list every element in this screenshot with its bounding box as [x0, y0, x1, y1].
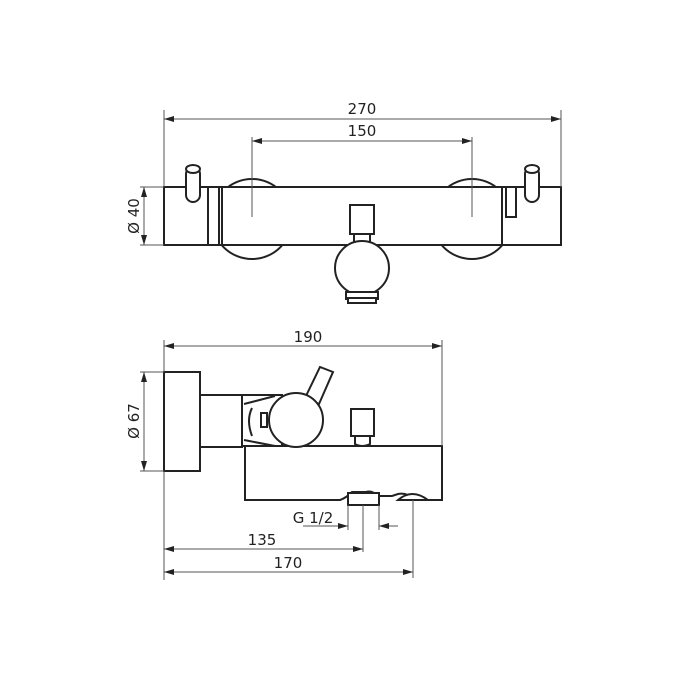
diverter-knob: [334, 240, 390, 296]
side-body: [244, 445, 443, 501]
dim-overall-depth: 190: [294, 328, 323, 346]
dim-outlet-center: 135: [248, 531, 277, 549]
left-peg: [185, 164, 201, 203]
dim-spout-front: 170: [274, 554, 303, 572]
handle-knob: [268, 392, 324, 448]
dim-body-diameter: Ø 40: [125, 198, 143, 234]
dim-rosette-diameter: Ø 67: [125, 403, 143, 439]
side-view: 190 Ø 67 G 1/2 135 170: [125, 328, 443, 580]
outlet-connector: [347, 492, 380, 506]
diverter-cap: [349, 204, 375, 235]
spout: [395, 493, 432, 501]
dim-centers: 150: [348, 122, 377, 140]
diverter-cap-side: [350, 408, 375, 437]
dim-outlet-thread: G 1/2: [293, 509, 334, 527]
dim-overall-width: 270: [348, 100, 377, 118]
wall-rosette: [163, 371, 201, 472]
right-peg: [524, 164, 540, 203]
temperature-button: [505, 186, 517, 218]
front-view: 270 150 Ø 40: [125, 100, 562, 304]
